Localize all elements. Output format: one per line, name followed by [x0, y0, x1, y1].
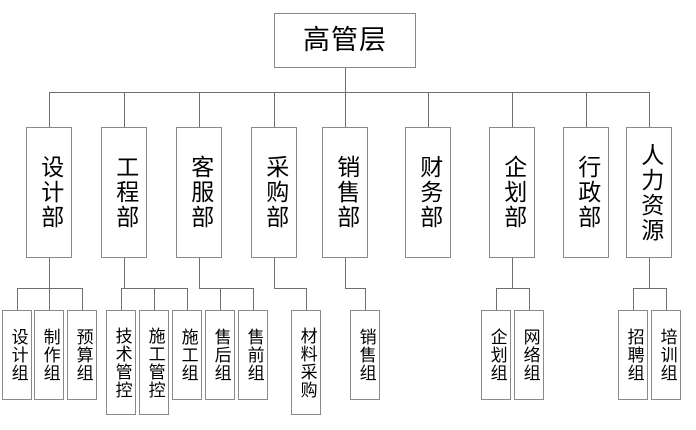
connector-service-bus: [220, 288, 253, 289]
connector-drop-engineering: [124, 92, 125, 127]
node-team-recruitment[interactable]: 招聘组: [618, 310, 648, 400]
connector-drop-design: [49, 92, 50, 127]
connector-planning-bus: [496, 288, 529, 289]
connector-design-stem: [49, 258, 50, 288]
connector-engineering-child3: [187, 288, 188, 310]
connector-hr-child2: [666, 288, 667, 310]
connector-drop-finance: [428, 92, 429, 127]
node-design[interactable]: 设计部: [26, 127, 72, 258]
connector-hr-child1: [633, 288, 634, 310]
connector-design-child1: [17, 288, 18, 310]
node-planning[interactable]: 企划部: [489, 127, 535, 258]
connector-sales-stem: [345, 258, 346, 288]
node-team-training[interactable]: 培训组: [651, 310, 681, 400]
node-team-pre-sales[interactable]: 售前组: [238, 310, 268, 400]
connector-service-child2: [253, 288, 254, 310]
node-exec[interactable]: 高管层: [274, 13, 416, 68]
node-engineering[interactable]: 工程部: [101, 127, 147, 258]
connector-planning-child1: [496, 288, 497, 310]
node-team-sales[interactable]: 销售组: [350, 310, 380, 400]
connector-engineering-child1: [121, 288, 122, 310]
node-hr[interactable]: 人力资源: [626, 127, 672, 258]
connector-drop-hr: [649, 92, 650, 127]
connector-drop-planning: [512, 92, 513, 127]
node-purchase[interactable]: 采购部: [251, 127, 297, 258]
node-team-construction[interactable]: 施工组: [172, 310, 202, 400]
node-team-tech-control[interactable]: 技术管控: [106, 310, 136, 415]
node-team-network[interactable]: 网络组: [514, 310, 544, 400]
connector-drop-service: [199, 92, 200, 127]
connector-service-link: [199, 288, 220, 289]
node-team-production[interactable]: 制作组: [34, 310, 64, 400]
node-team-design[interactable]: 设计组: [2, 310, 32, 400]
node-sales[interactable]: 销售部: [322, 127, 368, 258]
connector-planning-stem: [512, 258, 513, 288]
connector-purchase-child1: [306, 288, 307, 310]
connector-planning-child2: [529, 288, 530, 310]
connector-root-stem: [345, 68, 346, 92]
connector-main-bus: [49, 92, 649, 93]
connector-purchase-elbow: [274, 288, 306, 289]
node-team-planning[interactable]: 企划组: [481, 310, 511, 400]
connector-design-child2: [49, 288, 50, 310]
connector-purchase-stem: [274, 258, 275, 288]
connector-service-stem: [199, 258, 200, 288]
node-admin[interactable]: 行政部: [563, 127, 609, 258]
connector-hr-stem: [649, 258, 650, 288]
connector-drop-admin: [586, 92, 587, 127]
connector-sales-child1: [365, 288, 366, 310]
node-finance[interactable]: 财务部: [405, 127, 451, 258]
node-team-construction-control[interactable]: 施工管控: [139, 310, 169, 415]
node-team-material-purchase[interactable]: 材料采购: [291, 310, 321, 415]
connector-hr-bus: [633, 288, 666, 289]
connector-engineering-child2: [154, 288, 155, 310]
connector-sales-elbow: [345, 288, 365, 289]
connector-engineering-stem: [124, 258, 125, 288]
node-service[interactable]: 客服部: [176, 127, 222, 258]
connector-service-child1: [220, 288, 221, 310]
connector-drop-sales: [345, 92, 346, 127]
node-team-after-sales[interactable]: 售后组: [205, 310, 235, 400]
node-team-budget[interactable]: 预算组: [67, 310, 97, 400]
connector-drop-purchase: [274, 92, 275, 127]
connector-design-child3: [82, 288, 83, 310]
